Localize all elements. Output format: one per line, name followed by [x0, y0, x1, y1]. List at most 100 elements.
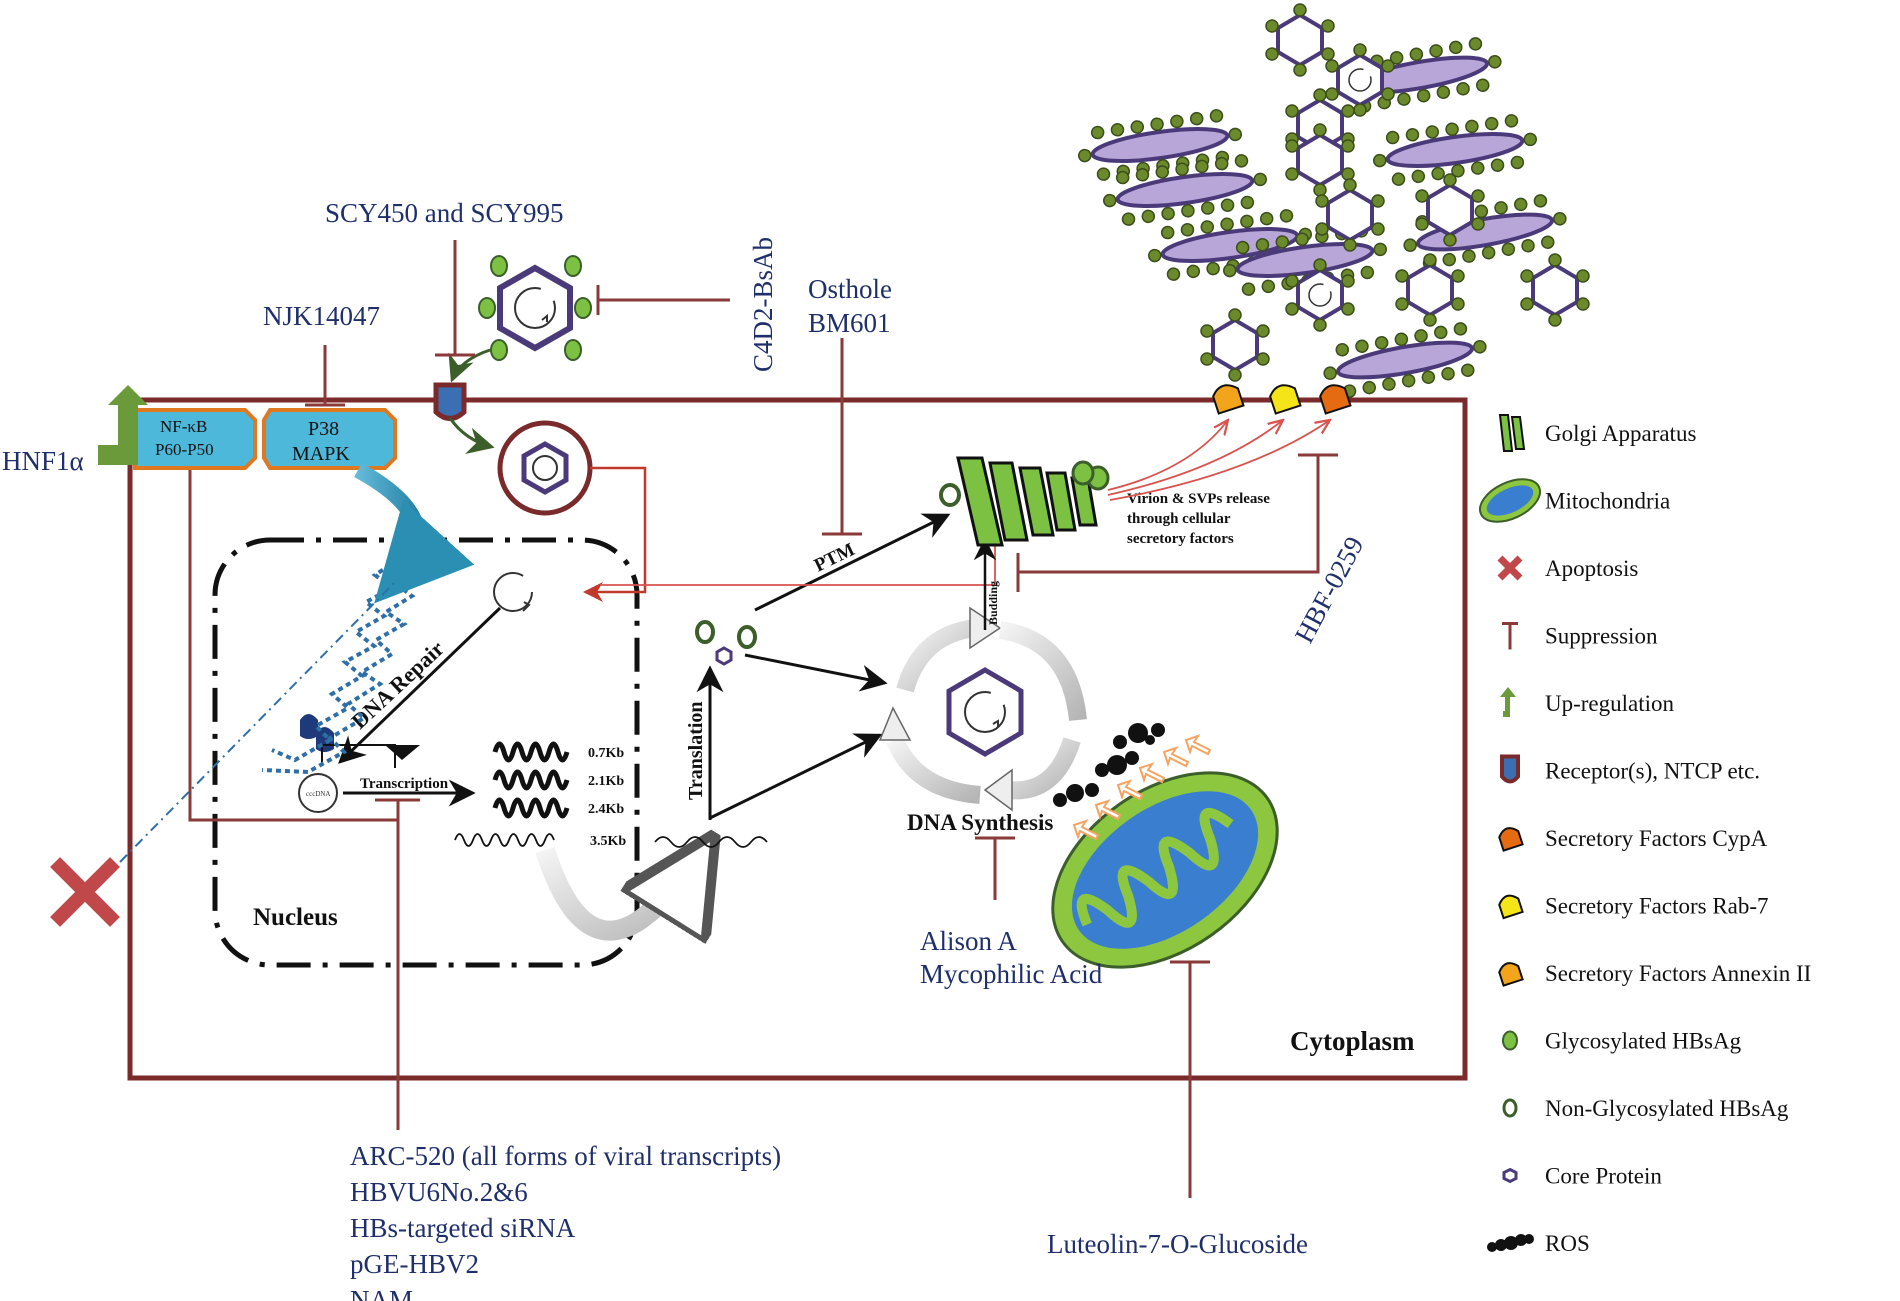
ptm-arrow — [754, 513, 951, 612]
mitochondrion — [1051, 771, 1279, 969]
suppression-lines — [305, 240, 1338, 1198]
capsid-assembly-arrow — [744, 653, 888, 692]
integrated-dna — [261, 558, 420, 775]
transcript-wave — [492, 741, 570, 763]
sirna-drug-item: NAM — [350, 1285, 413, 1301]
suppression-icon — [1502, 622, 1518, 650]
nucleus-label: Nucleus — [253, 904, 338, 931]
cytoplasm-label: Cytoplasm — [1290, 1026, 1415, 1056]
cytoplasmic-pgrna — [654, 836, 768, 848]
legend-item: Non-Glycosylated HBsAg — [1502, 1096, 1789, 1121]
budding-label: Budding — [986, 581, 1000, 625]
transcript-wave — [492, 769, 570, 791]
mycophilic-drug-label: Mycophilic Acid — [920, 959, 1103, 989]
p38-mapk-box: P38 MAPK — [262, 408, 397, 470]
legend-label: Apoptosis — [1545, 556, 1638, 581]
apoptosis-cross — [50, 857, 120, 927]
cypa-icon — [1498, 827, 1524, 852]
entry-arrow — [448, 348, 491, 383]
legend-item: Receptor(s), NTCP etc. — [1500, 754, 1760, 784]
legend-label: Core Protein — [1545, 1164, 1662, 1189]
svp-filament — [1102, 154, 1268, 226]
p38-label-line1: P38 — [308, 418, 339, 440]
c4d2-drug-label: C4D2-BsAb — [748, 237, 778, 372]
legend-item: Mitochondria — [1479, 478, 1670, 523]
hbv-particle — [1200, 308, 1270, 382]
legend-item: Up-regulation — [1500, 687, 1675, 717]
transcript-wave — [492, 797, 570, 819]
legend-label: Up-regulation — [1545, 691, 1675, 716]
ros-cluster — [1053, 723, 1165, 807]
legend-label: Receptor(s), NTCP etc. — [1545, 759, 1760, 784]
scy-drug-label: SCY450 and SCY995 — [325, 198, 564, 228]
transcription-triangle — [385, 745, 420, 760]
golgi-icon — [1498, 414, 1526, 452]
receptor-icon — [1500, 754, 1520, 784]
legend-label: Mitochondria — [1545, 489, 1670, 514]
hbv-particle — [1315, 178, 1385, 252]
luteolin-drug-label: Luteolin-7-O-Glucoside — [1047, 1229, 1308, 1259]
ros-icon — [1487, 1234, 1534, 1252]
annexin-icon — [1498, 962, 1524, 987]
release-arrows — [1107, 420, 1330, 501]
legend-item: Core Protein — [1502, 1164, 1662, 1189]
legend-label: Golgi Apparatus — [1545, 421, 1696, 446]
transcript-size-label: 2.4Kb — [588, 802, 624, 817]
osthole-drug-label: Osthole — [808, 274, 892, 304]
sirna-drug-item: ARC-520 (all forms of viral transcripts) — [350, 1141, 781, 1171]
transcript-size-label: 3.5Kb — [590, 834, 626, 849]
legend-label: Suppression — [1545, 624, 1658, 649]
ntcp-receptor — [433, 382, 467, 421]
external-virions — [1077, 3, 1590, 398]
translated-proteins — [695, 620, 757, 666]
transcription-start-arrow — [321, 744, 396, 768]
sirna-drug-list: ARC-520 (all forms of viral transcripts)… — [350, 1141, 781, 1301]
dna-synthesis-cycle — [878, 606, 1087, 812]
nuclear-import-arrow — [583, 466, 647, 602]
hbf-drug-label: HBF-0259 — [1289, 532, 1370, 648]
endosome — [497, 420, 593, 516]
cccdna-label: cccDNA — [306, 790, 331, 798]
legend: Golgi ApparatusMitochondriaApoptosisSupp… — [1479, 414, 1811, 1256]
cccdna: cccDNA — [298, 773, 338, 813]
hnf1a-upregulation-arrow — [98, 385, 148, 465]
translation-label: Translation — [685, 701, 707, 800]
dna-synthesis-label: DNA Synthesis — [907, 810, 1053, 835]
transcription-label: Transcription — [360, 776, 449, 792]
nfkb-box: NF-κB P60-P50 — [133, 408, 257, 470]
legend-item: Glycosylated HBsAg — [1502, 1029, 1742, 1054]
sirna-drug-item: pGE-HBV2 — [350, 1249, 479, 1279]
legend-item: Golgi Apparatus — [1498, 414, 1696, 452]
golgi-hbsag — [939, 460, 1110, 507]
sirna-drug-item: HBVU6No.2&6 — [350, 1177, 528, 1207]
hbv-particle — [1265, 3, 1335, 77]
legend-item: Secretory Factors CypA — [1498, 826, 1768, 852]
uncoating-arrow — [448, 417, 495, 454]
ros-release-arrows — [1072, 734, 1212, 841]
rcdna — [493, 572, 533, 612]
p38-label-line2: MAPK — [292, 443, 350, 465]
apoptosis-cross-icon — [1497, 555, 1523, 581]
svp-filament — [1323, 322, 1487, 398]
transcript-size-label: 2.1Kb — [588, 774, 624, 789]
legend-label: Secretory Factors CypA — [1545, 826, 1768, 851]
nfkb-pathway-line — [188, 470, 398, 822]
release-label-line1: Virion & SVPs release — [1127, 491, 1270, 507]
entering-virion — [478, 255, 592, 361]
golgi-apparatus — [956, 456, 1098, 547]
bm601-drug-label: BM601 — [808, 308, 891, 338]
legend-item: Apoptosis — [1497, 555, 1638, 581]
legend-label: Secretory Factors Rab-7 — [1545, 894, 1769, 919]
njk-drug-label: NJK14047 — [263, 301, 380, 331]
p38-signal-arrow — [354, 462, 475, 604]
glycosylated-hbsag-icon — [1502, 1030, 1518, 1051]
svp-filament — [1372, 114, 1538, 186]
pgrna-export-curve — [535, 850, 700, 931]
release-label-line2: through cellular — [1127, 511, 1231, 527]
rab7-icon — [1498, 894, 1524, 920]
mitochondria-icon — [1479, 478, 1541, 523]
legend-item: Secretory Factors Annexin II — [1498, 961, 1811, 987]
non-glycosylated-hbsag-icon — [1502, 1098, 1518, 1118]
core-protein-icon — [1502, 1167, 1518, 1184]
